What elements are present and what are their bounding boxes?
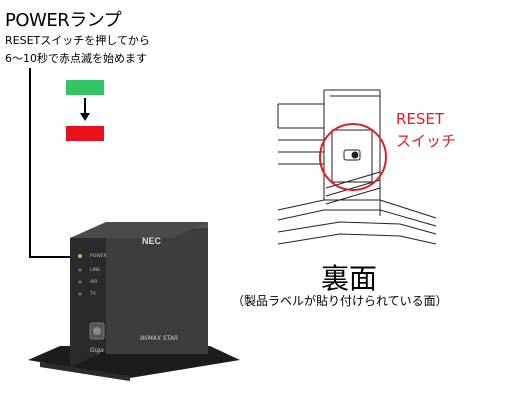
reset-switch-label: RESET スイッチ: [396, 108, 456, 152]
reset-instruction-line1: RESETスイッチを押してから: [5, 34, 150, 47]
device-logo: WiMAX STAR: [140, 335, 178, 342]
arrow-down-icon: [80, 98, 90, 121]
reset-switch-highlight: [319, 123, 387, 191]
led-label-power: POWER: [90, 253, 107, 259]
back-side-note: （製品ラベルが貼り付けられている面）: [232, 294, 448, 308]
leader-line: [29, 68, 76, 258]
back-side-title: 裏面: [321, 262, 378, 295]
reset-instruction-line2: 6〜10秒で赤点滅を始めます: [5, 52, 147, 65]
device-footer-mark: Giga: [90, 347, 104, 354]
power-lamp-title: POWERランプ: [5, 10, 122, 31]
back-view-drawing: [277, 89, 437, 245]
led-label-link: LINK: [90, 267, 101, 273]
reset-label-line2: スイッチ: [396, 132, 457, 150]
led-label-tv: TV: [89, 291, 97, 297]
red-lamp-indicator: [66, 126, 104, 141]
led-label-air: AIR: [90, 279, 98, 285]
device-brand: NEC: [142, 236, 162, 246]
router-device: [28, 222, 240, 381]
reset-label-line1: RESET: [396, 110, 445, 128]
green-lamp-indicator: [66, 80, 104, 95]
